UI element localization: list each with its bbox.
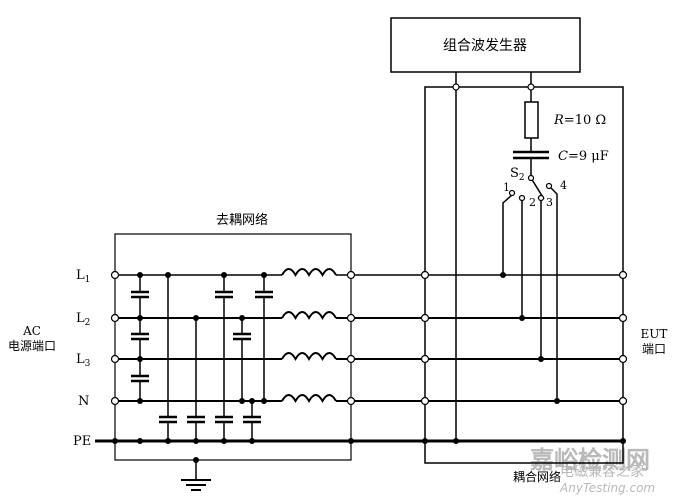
eut-port-label: EUT 端口 [641,327,668,356]
switch-label: S2 1 2 3 4 [503,166,567,209]
resistor-label: R=10 Ω [553,113,606,128]
resistor-value: =10 Ω [564,113,606,128]
line-label-l2: L2 [76,311,90,328]
coupling-network-label: 耦合网络 [513,469,561,484]
svg-text:R=10 Ω: R=10 Ω [553,113,606,128]
resistor-symbol [524,101,539,139]
line-label-l3: L3 [76,352,91,369]
inductor-l2 [281,308,337,322]
svg-text:EUT: EUT [641,327,668,341]
switch-position-2: 2 [529,196,536,209]
svg-text:端口: 端口 [642,342,666,356]
capacitor-label: C=9 μF [558,149,609,164]
capacitor-value: =9 μF [568,149,609,164]
decoupling-network-box [114,233,352,461]
switch-position-3: 3 [546,196,553,209]
svg-text:C=9 μF: C=9 μF [558,149,609,164]
watermark-line3: AnyTesting.com [559,481,655,495]
svg-text:AC: AC [22,324,41,338]
decoupling-inductors [281,265,337,405]
switch-contact-1-wire [502,194,513,275]
generator-box [390,17,581,73]
line-label-l1: L1 [76,268,90,285]
switch-position-1: 1 [503,181,510,194]
watermark-line1: 嘉峪检测网 [530,446,650,474]
decoupling-network-label: 去耦网络 [216,212,268,228]
resistor-symbol-text: R [553,113,564,128]
line-label-pe: PE [73,434,91,449]
switch-contact-4-wire [548,185,558,401]
generator-feeds [455,72,558,441]
switch-contacts [508,174,553,202]
capacitor-symbol-text: C [558,149,568,164]
generator-label: 组合波发生器 [443,38,527,54]
svg-text:电源端口: 电源端口 [8,339,56,353]
inductor-l3 [281,349,337,363]
line-label-n: N [78,394,89,409]
terminals [110,270,628,406]
decoupling-capacitors [131,275,273,491]
junction-dots [112,272,626,463]
watermark-line2: 电磁兼容之家 [560,463,644,480]
watermark: 嘉峪检测网 电磁兼容之家 AnyTesting.com [530,446,655,495]
inductor-n [281,391,337,405]
line-labels: L1 L2 L3 N PE [73,268,91,449]
svg-text:S2: S2 [510,166,525,183]
switch-position-4: 4 [560,179,567,192]
generator-terminals [452,83,535,91]
ac-port-label: AC 电源端口 [8,324,56,353]
inductor-l1 [281,265,337,279]
